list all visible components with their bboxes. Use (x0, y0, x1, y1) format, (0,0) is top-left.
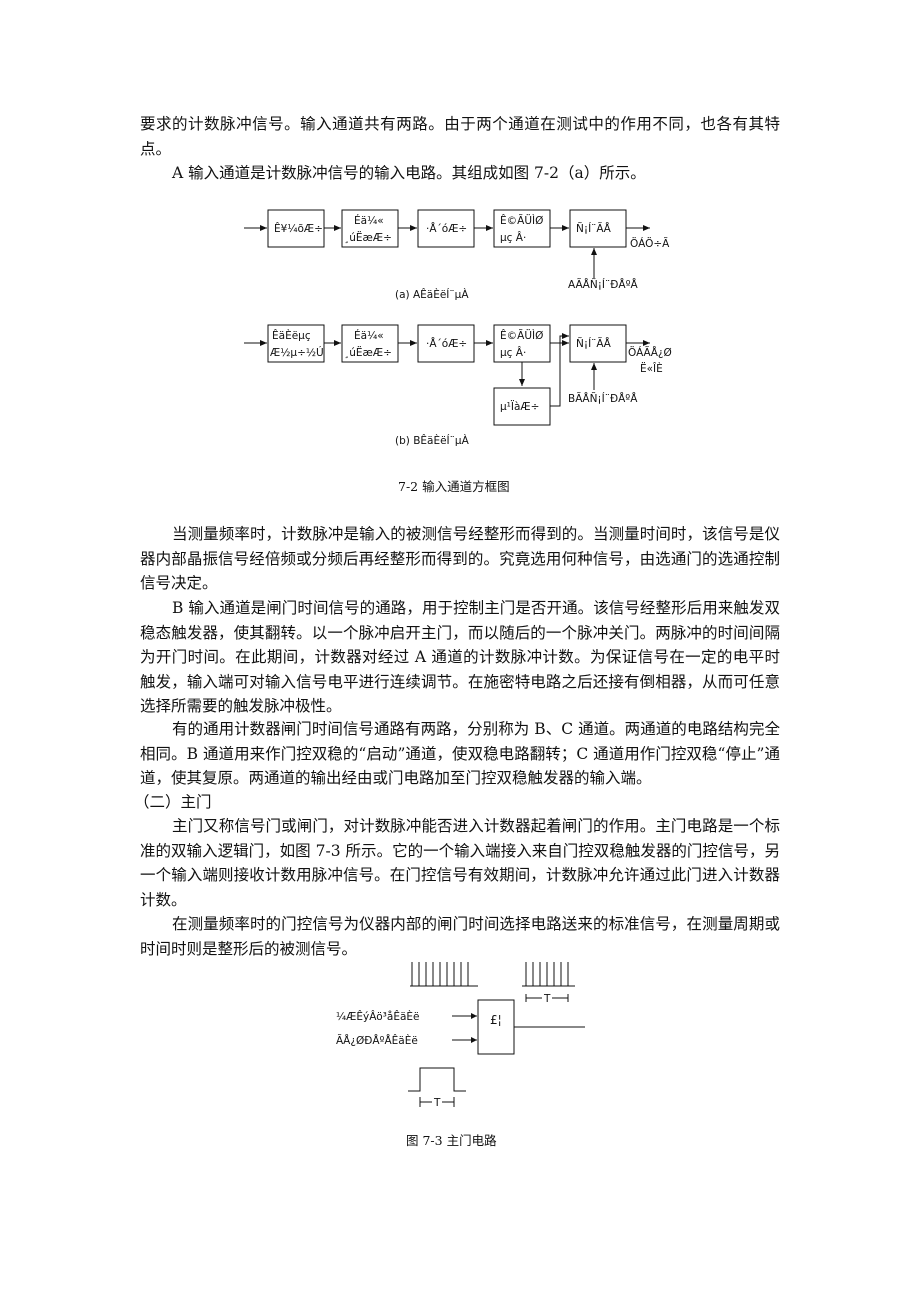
emitter-follower-b-label-1: Éä¼« (354, 329, 384, 342)
amplifier-box (417, 209, 475, 248)
level-adjust-box (267, 324, 325, 363)
paragraph-bc-channels: 有的通用计数器闸门时间信号通路有两路，分别称为 B、C 通道。两通道的电路结构完… (140, 720, 780, 787)
section-heading-main-gate: （二）主门 (134, 793, 212, 811)
output-pulse-train: T (522, 962, 575, 1005)
figure-7-2-caption: 7-2 输入通道方框图 (398, 479, 510, 494)
select-gate-box (569, 209, 627, 248)
subfigure-a-label: (a) AÊäÈëÍ¨µÀ (395, 288, 469, 301)
paragraph-main-gate: 主门又称信号门或闸门，对计数脉冲能否进入计数器起着闸门的作用。主门电路是一个标准… (140, 817, 780, 909)
schmitt-b-box (493, 324, 551, 363)
input-pulse-train (410, 962, 478, 987)
attenuator-label: Ê¥¼õÆ÷ (274, 222, 323, 235)
select-gate-b-box (569, 324, 627, 363)
select-gate-b-label: Ñ¡Í¨ÃÅ (576, 337, 612, 350)
output-period-label: T (543, 993, 551, 1005)
paragraph-gate-signal: 在测量频率时的门控信号为仪器内部的闸门时间选择电路送来的标准信号，在测量周期或时… (140, 915, 780, 958)
level-adjust-label-2: Æ½µ÷½Ú (270, 346, 324, 359)
paragraph-a-channel: A 输入通道是计数脉冲信号的输入电路。其组成如图 7-2（a）所示。 (172, 164, 646, 182)
emitter-follower-b-label-2: ¸úËæÆ÷ (344, 346, 392, 359)
paragraph-intro: 要求的计数脉冲信号。输入通道共有两路。由于两个通道在测试中的作用不同，也各有其特… (140, 115, 780, 158)
schmitt-box (493, 209, 551, 248)
emitter-follower-label-2: ¸úËæÆ÷ (344, 231, 392, 244)
emitter-follower-box (341, 209, 399, 248)
amplifier-b-box (417, 324, 475, 363)
gate-control-input-label: ÃÅ¿ØÐÅºÅÊäÈë (336, 1034, 418, 1047)
schmitt-b-label-2: µç Â· (500, 346, 526, 359)
schmitt-b-label-1: Ê©ÃÜÌØ (500, 329, 543, 342)
channel-a-output-label: ÖÁÖ÷Ã (630, 237, 670, 250)
channel-b-output-label-1: ÖÁÃÅ¿Ø (628, 346, 672, 359)
channel-a-control-label: AÃÅÑ¡Í¨ÐÅºÅ (568, 278, 639, 291)
inverter-box (493, 387, 551, 426)
schmitt-label-1: Ê©ÃÜÌØ (500, 214, 543, 227)
gate-period-label: T (433, 1097, 441, 1109)
level-adjust-label-1: ÊäÈëµç (272, 329, 311, 342)
channel-b-control-label: BÃÅÑ¡Í¨ÐÅºÅ (568, 392, 638, 405)
and-gate-box (477, 999, 515, 1055)
amplifier-b-label: ·Å´óÆ÷ (426, 337, 467, 350)
emitter-follower-label-1: Éä¼« (354, 214, 384, 227)
schmitt-label-2: µç Â· (500, 231, 526, 244)
figure-7-2-block-diagram: Ê¥¼õÆ÷ Éä¼« ¸úËæÆ÷ ·Å´óÆ÷ Ê©ÃÜÌØ µç Â· Ñ… (244, 209, 672, 447)
and-gate-symbol: £¦ (490, 1013, 502, 1027)
gate-control-pulse: T (408, 1067, 466, 1109)
count-pulse-input-label: ¼ÆÊýÂö³åÊäÈë (336, 1010, 419, 1023)
channel-a-row: Ê¥¼õÆ÷ Éä¼« ¸úËæÆ÷ ·Å´óÆ÷ Ê©ÃÜÌØ µç Â· Ñ… (244, 209, 670, 301)
paragraph-frequency: 当测量频率时，计数脉冲是输入的被测信号经整形而得到的。当测量时间时，该信号是仪器… (140, 525, 780, 592)
figure-7-3-caption: 图 7-3 主门电路 (406, 1133, 497, 1148)
channel-b-output-label-2: Ë«ÎÈ (640, 362, 663, 375)
channel-b-row: ÊäÈëµç Æ½µ÷½Ú Éä¼« ¸úËæÆ÷ ·Å´óÆ÷ Ê©ÃÜÌØ … (244, 324, 672, 447)
figure-7-3-main-gate: T £¦ ¼ÆÊýÂö³åÊäÈë ÃÅ¿ØÐÅºÅÊäÈë T (336, 962, 585, 1109)
inverter-label: µ¹ÏàÆ÷ (500, 400, 539, 413)
subfigure-b-label: (b) BÊäÈëÍ¨µÀ (395, 434, 470, 447)
select-gate-label: Ñ¡Í¨ÃÅ (576, 222, 612, 235)
paragraph-b-channel: B 输入通道是闸门时间信号的通路，用于控制主门是否开通。该信号经整形后用来触发双… (140, 599, 780, 715)
amplifier-label: ·Å´óÆ÷ (426, 222, 467, 235)
emitter-follower-b-box (341, 324, 399, 363)
